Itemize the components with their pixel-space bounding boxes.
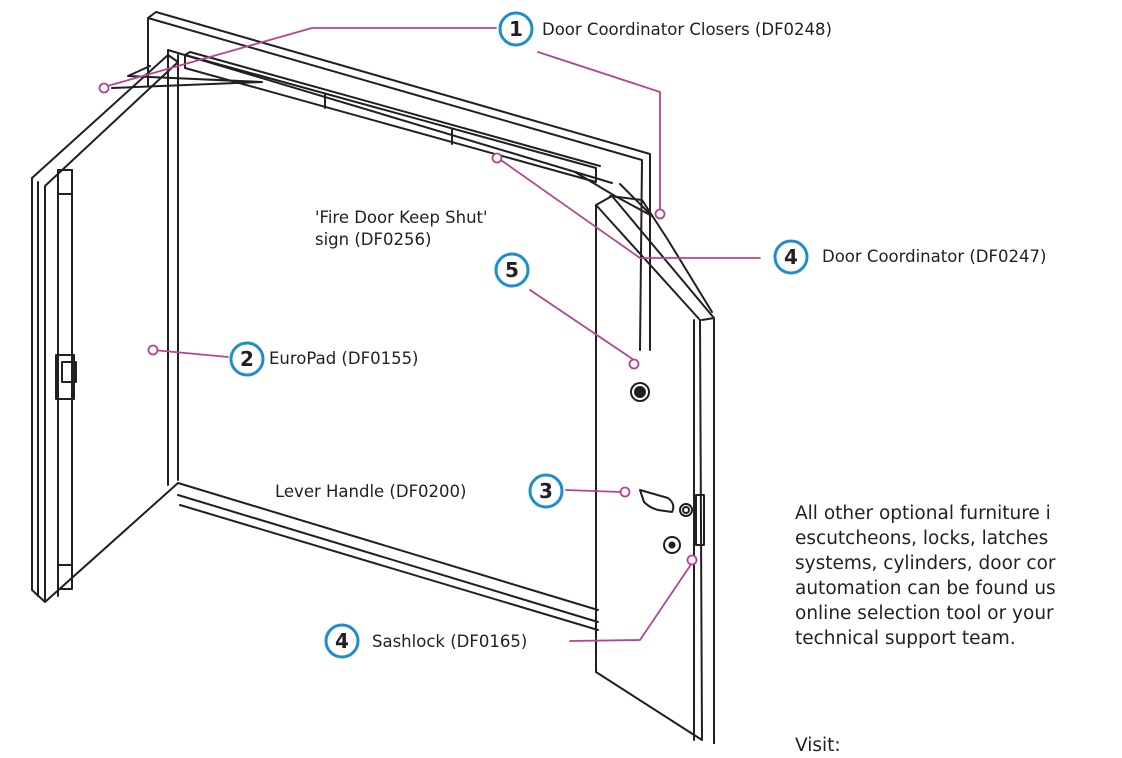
svg-text:4: 4 <box>335 629 349 653</box>
svg-text:3: 3 <box>539 479 553 503</box>
leader-2 <box>152 349 229 358</box>
info-line: online selection tool or your <box>795 603 1054 624</box>
info-line: technical support team. <box>795 628 1016 649</box>
escutcheon <box>663 536 681 554</box>
callout-badge-2: 2 <box>229 341 265 377</box>
lever-handle <box>639 489 675 513</box>
visit-label: Visit: <box>795 735 841 756</box>
svg-text:1: 1 <box>509 17 523 41</box>
closer-arm-right <box>574 171 653 217</box>
svg-text:4: 4 <box>784 245 798 269</box>
label-europad: EuroPad (DF0155) <box>269 349 419 368</box>
door-frame-outline <box>147 11 651 351</box>
leader-5 <box>529 289 635 361</box>
fire-door-sign <box>630 382 650 402</box>
closer-arm-left <box>111 65 263 89</box>
right-door-leaf <box>595 195 715 744</box>
label-door-coordinator: Door Coordinator (DF0247) <box>822 247 1047 266</box>
door-frame-inner <box>167 49 613 486</box>
svg-text:2: 2 <box>240 347 254 371</box>
leader-1b <box>537 51 661 211</box>
info-line: automation can be found us <box>795 578 1056 599</box>
info-line: systems, cylinders, door cor <box>795 553 1056 574</box>
leader-4-sashlock <box>569 562 693 642</box>
label-door-coordinator-closers: Door Coordinator Closers (DF0248) <box>542 20 832 39</box>
info-line: All other optional furniture i <box>795 503 1051 524</box>
leader-3 <box>565 489 622 493</box>
door-sill <box>177 482 599 631</box>
furniture-info-text: All other optional furniture i escutcheo… <box>795 501 1122 651</box>
callout-badge-4-sashlock: 4 <box>324 623 360 659</box>
label-fire-door-sign-line1: 'Fire Door Keep Shut' <box>315 208 488 227</box>
callout-badge-5: 5 <box>494 252 530 288</box>
info-line: escutcheons, locks, latches <box>795 528 1049 549</box>
leader-1 <box>103 27 497 88</box>
svg-text:5: 5 <box>505 258 519 282</box>
label-fire-door-sign-line2: sign (DF0256) <box>315 230 432 249</box>
left-door-leaf <box>31 54 179 603</box>
leader-4-coordinator <box>497 157 761 259</box>
callout-badge-1: 1 <box>498 11 534 47</box>
label-sashlock: Sashlock (DF0165) <box>372 632 528 651</box>
callout-badge-3: 3 <box>528 473 564 509</box>
callout-badge-4-coordinator: 4 <box>773 239 809 275</box>
label-lever-handle: Lever Handle (DF0200) <box>275 482 467 501</box>
